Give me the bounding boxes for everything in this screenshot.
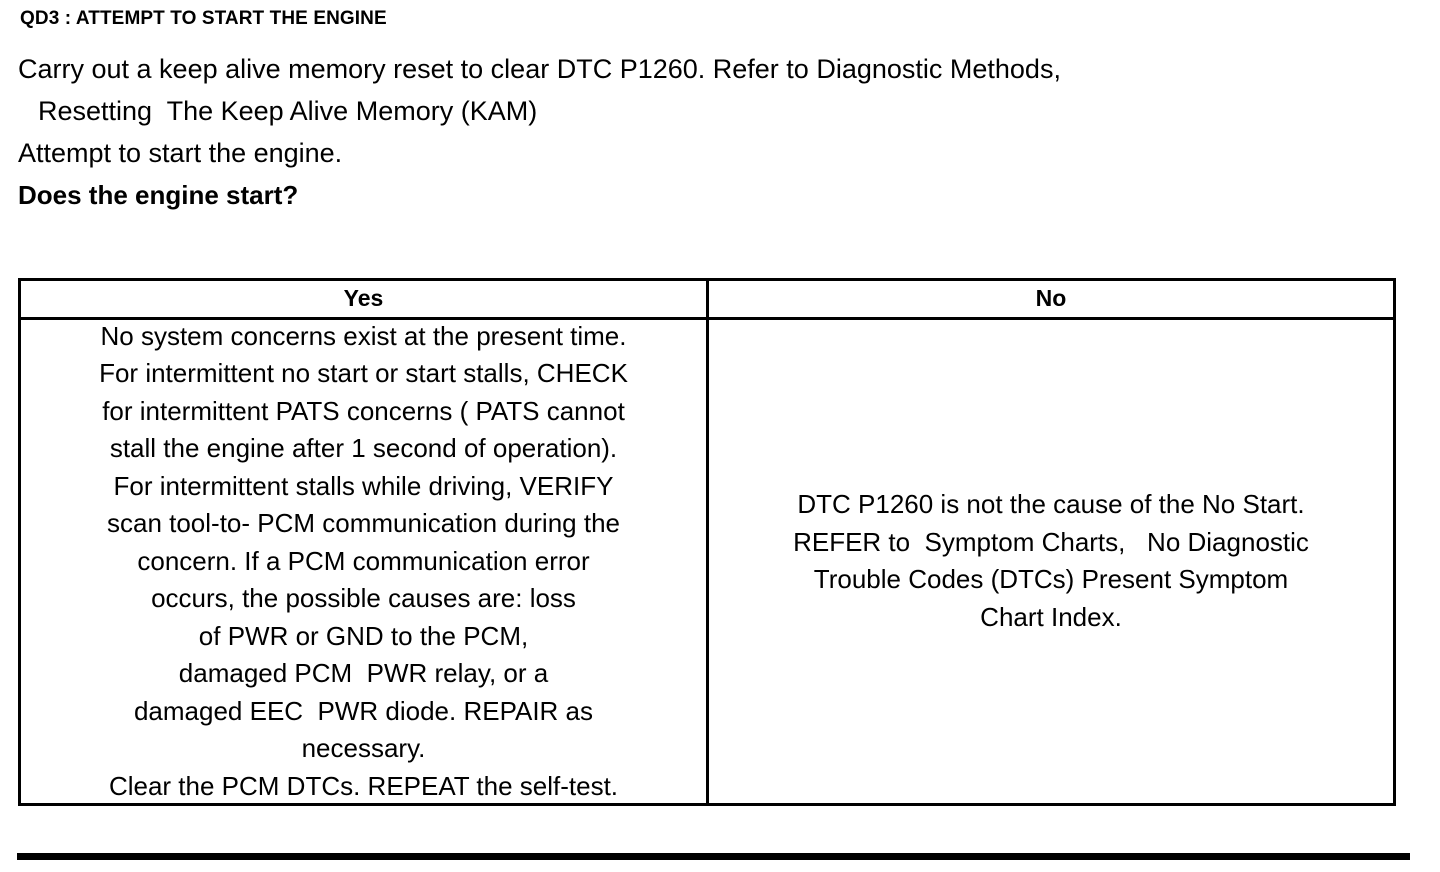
yes-line-9: of PWR or GND to the PCM,: [198, 620, 529, 651]
instruction-line-3: Attempt to start the engine.: [18, 138, 343, 168]
yes-line-5: For intermittent stalls while driving, V…: [113, 470, 614, 501]
decision-question: Does the engine start?: [18, 180, 299, 210]
yes-line-7: concern. If a PCM communication error: [137, 545, 590, 576]
table-cell-yes: No system concerns exist at the present …: [21, 319, 709, 803]
yes-line-3: for intermittent PATS concerns ( PATS ca…: [102, 395, 625, 426]
table-header-cell-no: No: [709, 281, 1393, 317]
no-line-4: Chart Index.: [980, 601, 1122, 632]
yes-line-8: occurs, the possible causes are: loss: [151, 583, 576, 614]
table-header-cell-yes: Yes: [21, 281, 709, 317]
yes-line-1: No system concerns exist at the present …: [100, 320, 627, 351]
yes-line-13: Clear the PCM DTCs. REPEAT the self-test…: [108, 770, 619, 801]
instruction-line-2: Resetting The Keep Alive Memory (KAM): [38, 96, 538, 126]
no-line-3: Trouble Codes (DTCs) Present Symptom: [813, 564, 1289, 595]
yes-line-2: For intermittent no start or start stall…: [99, 358, 628, 389]
instruction-line-1: Carry out a keep alive memory reset to c…: [18, 54, 1061, 84]
no-line-2: REFER to Symptom Charts, No Diagnostic: [793, 526, 1309, 557]
result-table: Yes No No system concerns exist at the p…: [18, 278, 1396, 806]
column-header-no-label: No: [1035, 285, 1067, 312]
table-header-row: Yes No: [21, 281, 1393, 320]
instruction-block: Carry out a keep alive memory reset to c…: [18, 48, 1418, 216]
footer-divider: [17, 853, 1410, 860]
column-header-yes-label: Yes: [343, 285, 384, 312]
yes-line-11: damaged EEC PWR diode. REPAIR as: [133, 695, 594, 726]
table-row: No system concerns exist at the present …: [21, 319, 1393, 803]
yes-line-6: scan tool-to- PCM communication during t…: [106, 508, 620, 539]
yes-line-10: damaged PCM PWR relay, or a: [178, 658, 549, 689]
yes-line-12: necessary.: [301, 733, 426, 764]
yes-line-4: stall the engine after 1 second of opera…: [109, 433, 618, 464]
no-line-1: DTC P1260 is not the cause of the No Sta…: [797, 489, 1305, 520]
table-cell-no: DTC P1260 is not the cause of the No Sta…: [709, 320, 1393, 803]
page-title: QD3 : ATTEMPT TO START THE ENGINE: [20, 8, 387, 29]
